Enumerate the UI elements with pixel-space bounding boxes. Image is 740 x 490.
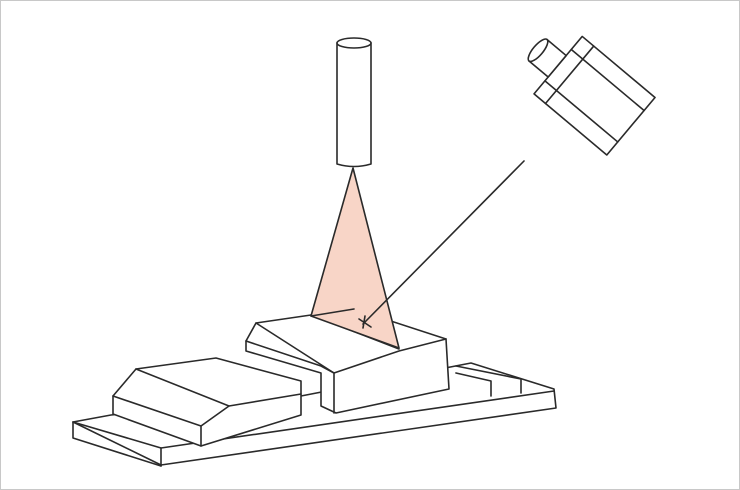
low-block (112, 357, 302, 447)
light-cone (310, 167, 400, 349)
camera-sight-line (362, 160, 525, 325)
light-line-edge (310, 308, 355, 317)
camera (527, 35, 656, 156)
target-mark (358, 315, 372, 329)
projector-cylinder (336, 37, 372, 168)
